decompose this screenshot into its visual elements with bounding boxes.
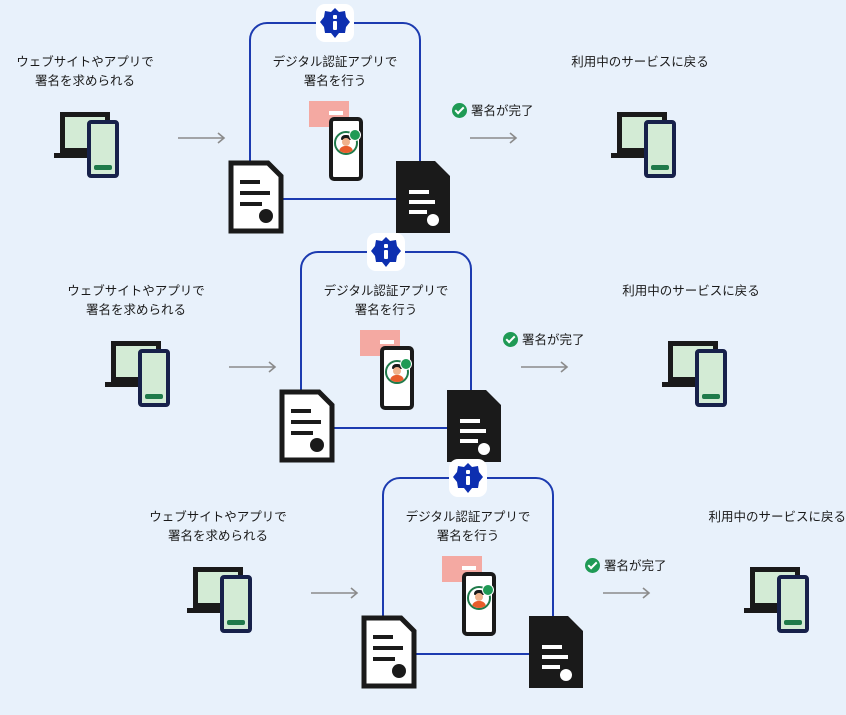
document-icon xyxy=(279,389,335,463)
laptop-and-phone-icon xyxy=(105,341,181,407)
app-label-line-2: 署名を行う xyxy=(436,528,500,543)
digital-auth-app-icon xyxy=(449,459,487,497)
laptop-and-phone-icon xyxy=(744,567,820,633)
status-signed-label: 署名が完了 xyxy=(604,558,667,573)
start-label-line-1: ウェブサイトやアプリで xyxy=(149,509,287,524)
app-label-line-2: 署名を行う xyxy=(303,73,367,88)
document-icon xyxy=(396,161,450,233)
start-label-line-2: 署名を求められる xyxy=(34,73,135,88)
start-label-line-1: ウェブサイトやアプリで xyxy=(16,54,154,69)
phone-face-icon xyxy=(462,572,496,636)
document-icon xyxy=(228,160,284,234)
laptop-and-phone-icon xyxy=(611,112,687,178)
app-label: デジタル認証アプリで 署名を行う xyxy=(388,507,548,545)
app-label-line-2: 署名を行う xyxy=(354,302,418,317)
signing-flow-1: ウェブサイトやアプリで 署名を求められる デジタル認証アプリで 署名を行う 署名… xyxy=(0,0,846,260)
laptop-and-phone-icon xyxy=(54,112,130,178)
check-circle-icon xyxy=(585,558,600,573)
right-arrow-icon xyxy=(229,361,277,373)
check-circle-icon xyxy=(503,332,518,347)
app-label: デジタル認証アプリで 署名を行う xyxy=(255,52,415,90)
start-label: ウェブサイトやアプリで 署名を求められる xyxy=(10,52,160,90)
status-signed-label: 署名が完了 xyxy=(522,332,585,347)
start-label-line-2: 署名を求められる xyxy=(85,302,186,317)
signing-flow-2: ウェブサイトやアプリで 署名を求められる デジタル認証アプリで 署名を行う 署名… xyxy=(51,229,846,489)
end-label: 利用中のサービスに戻る xyxy=(571,54,709,69)
start-label: ウェブサイトやアプリで 署名を求められる xyxy=(61,281,211,319)
signing-flow-3: ウェブサイトやアプリで 署名を求められる デジタル認証アプリで 署名を行う 署名… xyxy=(133,455,846,715)
phone-face-icon xyxy=(380,346,414,410)
document-icon xyxy=(361,615,417,689)
digital-auth-app-icon xyxy=(367,233,405,271)
phone-face-icon xyxy=(329,117,363,181)
right-arrow-icon xyxy=(470,132,518,144)
right-arrow-icon xyxy=(521,361,569,373)
end-label: 利用中のサービスに戻る xyxy=(622,283,760,298)
right-arrow-icon xyxy=(311,587,359,599)
laptop-and-phone-icon xyxy=(662,341,738,407)
status-signed: 署名が完了 xyxy=(503,331,585,349)
app-label: デジタル認証アプリで 署名を行う xyxy=(306,281,466,319)
end-label: 利用中のサービスに戻る xyxy=(708,509,846,524)
right-arrow-icon xyxy=(178,132,226,144)
right-arrow-icon xyxy=(603,587,651,599)
start-label-line-1: ウェブサイトやアプリで xyxy=(67,283,205,298)
digital-auth-app-icon xyxy=(316,4,354,42)
laptop-and-phone-icon xyxy=(187,567,263,633)
document-icon xyxy=(447,390,501,462)
status-signed: 署名が完了 xyxy=(585,557,667,575)
app-label-line-1: デジタル認証アプリで xyxy=(405,509,531,524)
app-label-line-1: デジタル認証アプリで xyxy=(323,283,449,298)
status-signed: 署名が完了 xyxy=(452,102,534,120)
start-label: ウェブサイトやアプリで 署名を求められる xyxy=(143,507,293,545)
check-circle-icon xyxy=(452,103,467,118)
status-signed-label: 署名が完了 xyxy=(471,103,534,118)
app-label-line-1: デジタル認証アプリで xyxy=(272,54,398,69)
start-label-line-2: 署名を求められる xyxy=(167,528,268,543)
document-icon xyxy=(529,616,583,688)
